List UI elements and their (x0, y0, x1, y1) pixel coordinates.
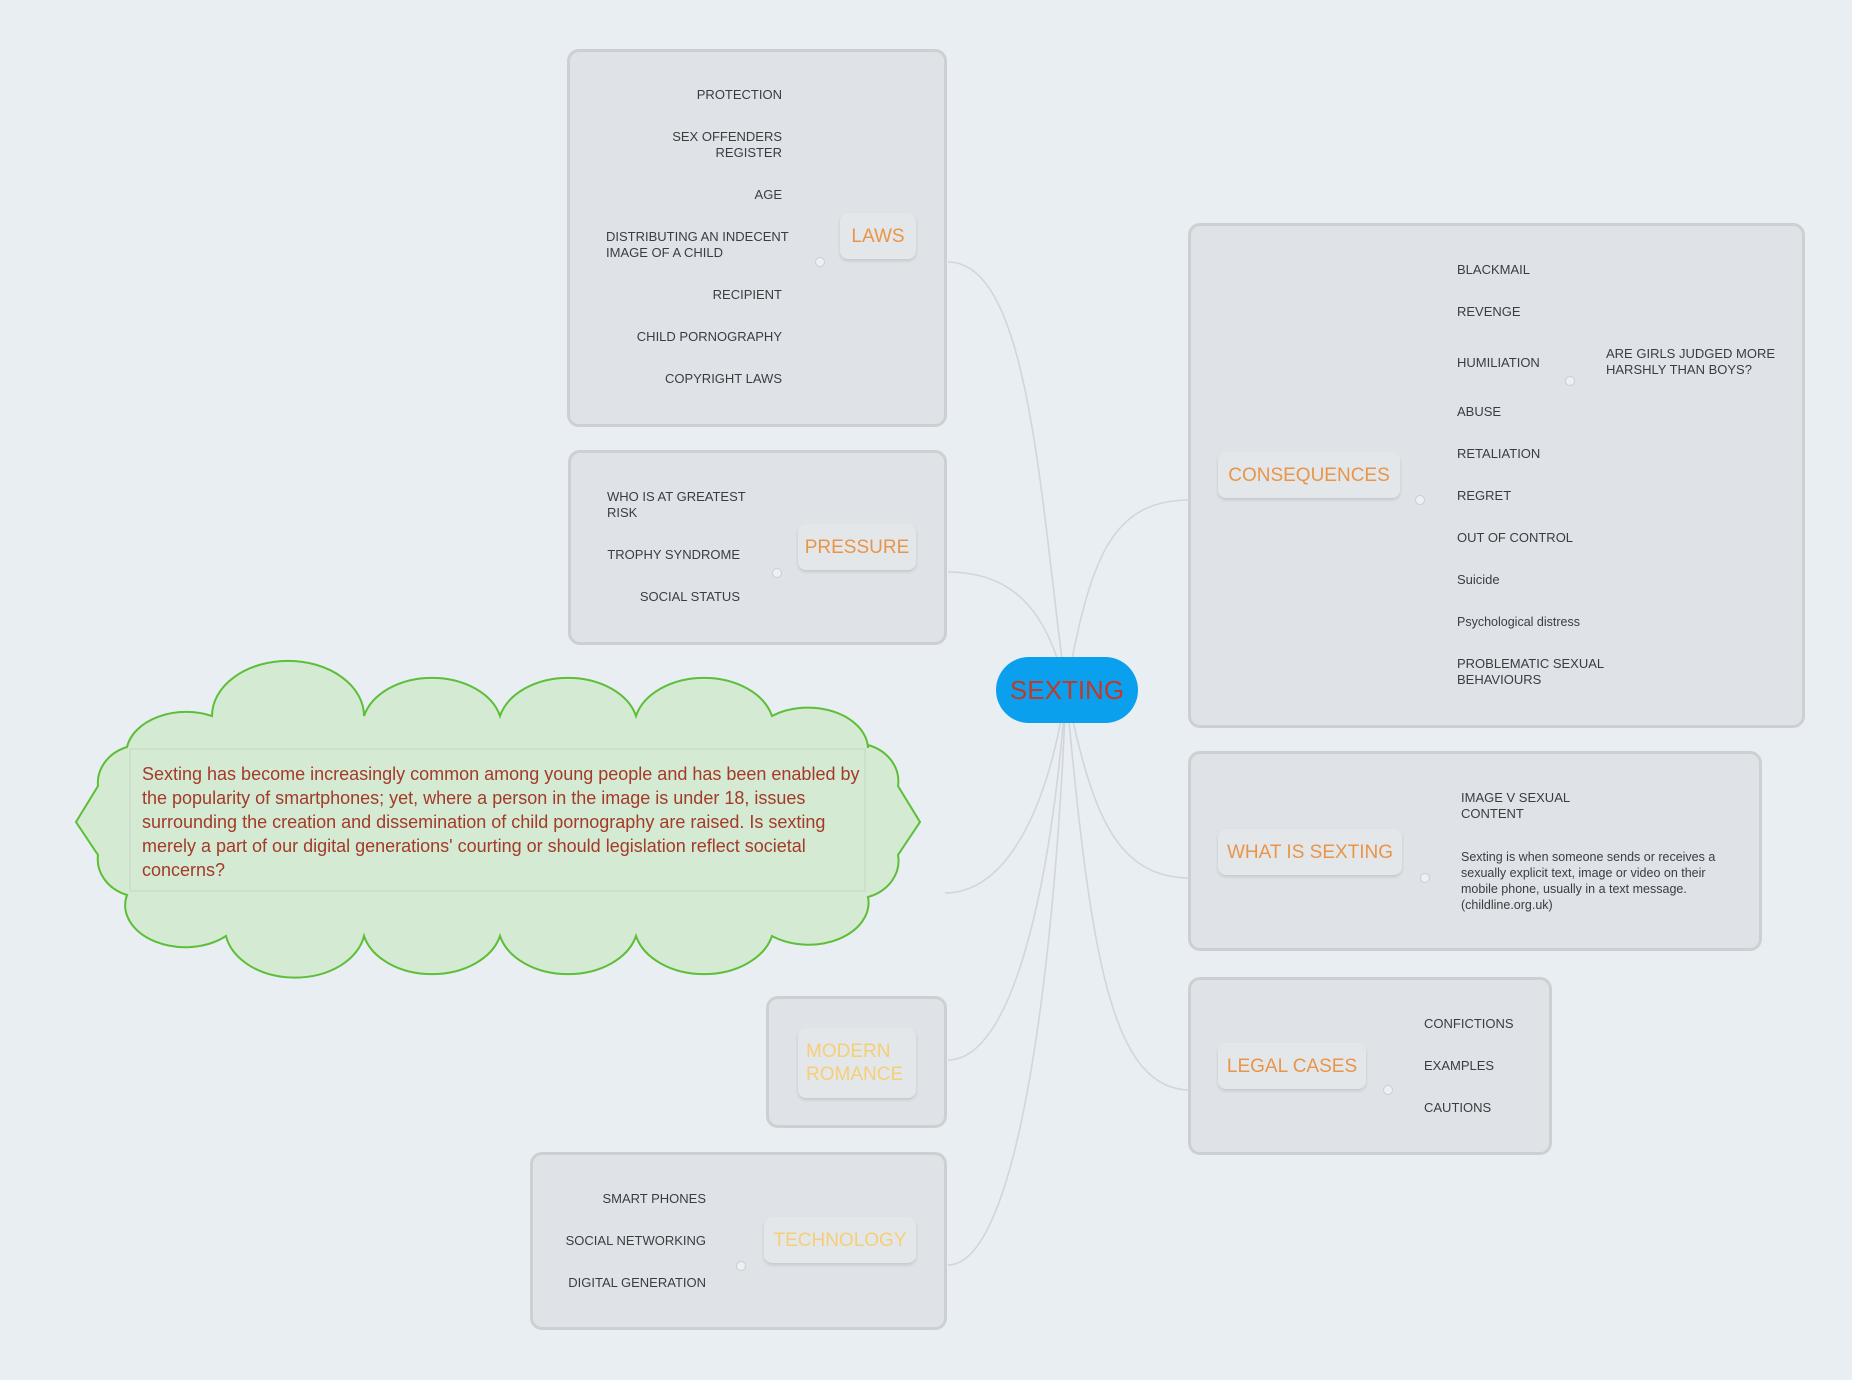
what-is-sexting-definition[interactable]: Sexting is when someone sends or receive… (1461, 850, 1716, 912)
consequences-item-humiliation[interactable]: HUMILIATION (1457, 355, 1540, 370)
consequences-item-psychological-distress[interactable]: Psychological distress (1457, 615, 1580, 629)
laws-item-child-pornography[interactable]: CHILD PORNOGRAPHY (636, 329, 782, 344)
laws-item-sex-offenders-register[interactable]: SEX OFFENDERS REGISTER (672, 129, 782, 160)
consequences-item-blackmail[interactable]: BLACKMAIL (1457, 262, 1530, 277)
laws-junction (815, 257, 825, 267)
topic-modern-romance[interactable]: MODERN ROMANCE (798, 1028, 916, 1098)
legal-cases-item-confictions[interactable]: CONFICTIONS (1424, 1016, 1514, 1031)
topic-pressure[interactable]: PRESSURE (798, 524, 916, 570)
consequences-item-suicide[interactable]: Suicide (1457, 572, 1500, 587)
consequences-item-regret[interactable]: REGRET (1457, 488, 1512, 503)
pressure-item-social-status[interactable]: SOCIAL STATUS (639, 589, 740, 604)
humiliation-junction (1565, 376, 1575, 386)
topic-consequences[interactable]: CONSEQUENCES (1218, 452, 1400, 498)
what-is-sexting-junction (1420, 873, 1430, 883)
legal-cases-item-examples[interactable]: EXAMPLES (1424, 1058, 1495, 1073)
what-is-sexting-item-image-v-sexual-content[interactable]: IMAGE V SEXUAL CONTENT (1461, 790, 1570, 821)
topic-technology[interactable]: TECHNOLOGY (764, 1217, 916, 1263)
technology-item-social-networking[interactable]: SOCIAL NETWORKING (565, 1233, 706, 1248)
topic-what-is-sexting[interactable]: WHAT IS SEXTING (1218, 829, 1402, 875)
humiliation-sub-item[interactable]: ARE GIRLS JUDGED MORE HARSHLY THAN BOYS? (1606, 346, 1776, 377)
legal-cases-item-cautions[interactable]: CAUTIONS (1424, 1100, 1492, 1115)
consequences-item-out-of-control[interactable]: OUT OF CONTROL (1457, 530, 1574, 545)
root-topic-sexting[interactable]: SEXTING (996, 657, 1138, 723)
consequences-junction (1415, 495, 1425, 505)
topic-legal-cases[interactable]: LEGAL CASES (1218, 1043, 1366, 1089)
laws-item-recipient[interactable]: RECIPIENT (712, 287, 782, 302)
summary-cloud-text: Sexting has become increasingly common a… (142, 764, 860, 880)
consequences-item-retaliation[interactable]: RETALIATION (1457, 446, 1541, 461)
consequences-item-revenge[interactable]: REVENGE (1457, 304, 1521, 319)
technology-item-smart-phones[interactable]: SMART PHONES (602, 1191, 706, 1206)
laws-item-distributing[interactable]: DISTRIBUTING AN INDECENT IMAGE OF A CHIL… (606, 229, 789, 260)
pressure-item-greatest-risk[interactable]: WHO IS AT GREATEST RISK (607, 489, 746, 520)
pressure-item-trophy-syndrome[interactable]: TROPHY SYNDROME (607, 547, 740, 562)
pressure-junction (772, 568, 782, 578)
consequences-item-problematic-sexual-behaviours[interactable]: PROBLEMATIC SEXUAL BEHAVIOURS (1457, 656, 1604, 687)
laws-item-age[interactable]: AGE (754, 187, 782, 202)
legal-cases-junction (1383, 1085, 1393, 1095)
consequences-item-abuse[interactable]: ABUSE (1457, 404, 1502, 419)
technology-junction (736, 1261, 746, 1271)
laws-item-copyright-laws[interactable]: COPYRIGHT LAWS (664, 371, 782, 386)
topic-laws[interactable]: LAWS (840, 213, 916, 259)
laws-item-protection[interactable]: PROTECTION (696, 87, 782, 102)
technology-item-digital-generation[interactable]: DIGITAL GENERATION (568, 1275, 706, 1290)
